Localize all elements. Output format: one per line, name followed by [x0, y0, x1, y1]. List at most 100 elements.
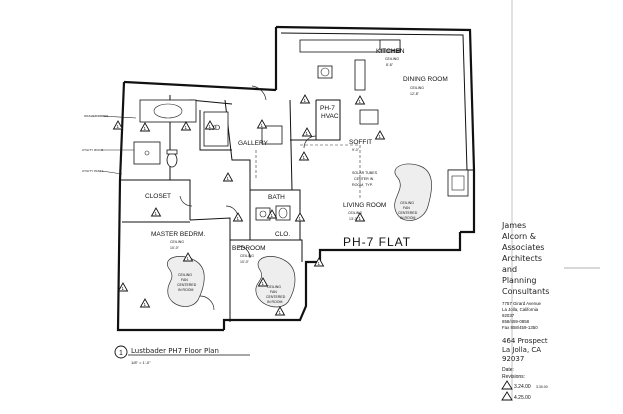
revision-triangle-number: 1	[144, 302, 147, 307]
soffit-label: SOFFIT	[349, 139, 372, 146]
left-note-3: UTILITY PANEL	[82, 169, 104, 173]
date-label: Date:	[502, 367, 514, 373]
revision-triangle-number: 1	[185, 125, 188, 130]
firm-line-7: Consultants	[502, 287, 549, 296]
revision-triangle	[274, 306, 286, 316]
revision-triangle	[232, 212, 244, 222]
master-fan-line1: CEILING	[178, 273, 192, 277]
revision-triangle-number: 1	[303, 155, 306, 160]
living-fan-line3: CENTERED	[398, 211, 418, 215]
address-line-5: Fax 858/459-1350	[502, 325, 538, 330]
gallery-label: GALLERY	[238, 140, 269, 147]
solar-tubes-line3: ROOM, TYP.	[352, 183, 373, 187]
firm-line-2: Alcorn &	[502, 232, 536, 241]
hvac-sub: HVAC	[321, 113, 339, 120]
rev2-date: 4.25.00	[514, 395, 531, 401]
revision-triangle	[354, 212, 366, 222]
left-annotations: WASHER/DRYER UTILITY ROOM UTILITY PANEL	[82, 114, 137, 175]
dining-label: DINING ROOM	[403, 76, 448, 83]
bedroom-fan-line1: CEILING	[267, 285, 281, 289]
bedroom-ceiling: CEILING	[240, 254, 254, 258]
revision-triangle	[222, 172, 234, 182]
address-line-4: 858/459-0858	[502, 319, 530, 324]
bedroom-label: BEDROOM	[232, 245, 266, 252]
bedroom-height: 10'-0"	[240, 260, 250, 264]
exterior-walls	[116, 25, 476, 332]
dining-ceiling: CEILING	[410, 86, 424, 90]
revision-triangle-number: 1	[271, 213, 274, 218]
bedroom-fan-line2: FAN	[270, 290, 277, 294]
firm-line-3: Associates	[502, 243, 544, 252]
living-fan-line1: CEILING	[400, 201, 414, 205]
plan-label: PH-7 FLAT	[343, 235, 411, 249]
revision-triangle-number: 1	[318, 261, 321, 266]
revision-triangle	[256, 119, 268, 129]
hvac-label: PH-7	[320, 105, 335, 112]
revision-triangle	[313, 257, 325, 267]
rev1b-date: 3.30.00	[536, 385, 548, 389]
revision-triangle	[117, 282, 129, 292]
address-line-3: 92037	[502, 313, 515, 318]
soffit-height: 9'-0"	[352, 148, 360, 152]
project-line-3: 92037	[502, 355, 524, 363]
title-block: James Alcorn & Associates Architects and…	[501, 0, 600, 401]
rev1-date: 3.24.00	[514, 384, 531, 390]
master-fan-line3: CENTERED	[177, 283, 197, 287]
left-note-2: UTILITY ROOM	[82, 148, 104, 152]
revision-triangle-number: 1	[262, 281, 265, 286]
revision-triangle-number: 1	[187, 256, 190, 261]
project-line-2: La Jolla, CA	[502, 346, 541, 354]
bath-label: BATH	[268, 194, 285, 201]
bedroom-fan-line3: CENTERED	[266, 295, 286, 299]
dining-height: 12'-8"	[410, 92, 420, 96]
drawing-number: 1	[119, 350, 123, 357]
firm-line-1: James	[501, 221, 526, 230]
revision-triangle	[301, 127, 313, 137]
master-label: MASTER BEDRM.	[151, 231, 205, 238]
clo-label: CLO.	[275, 231, 290, 238]
revision-triangle	[299, 94, 311, 104]
left-note-1: WASHER/DRYER	[84, 114, 109, 118]
revision-triangle-number: 1	[227, 176, 230, 181]
master-height: 10'-0"	[170, 246, 180, 250]
solar-tubes-line2: CENTER IN	[354, 177, 374, 181]
revision-triangle	[354, 95, 366, 105]
address-line-1: 7757 Girard Avenue	[502, 301, 542, 306]
revision-triangle-number: 1	[359, 99, 362, 104]
revision-triangle	[182, 252, 194, 262]
living-fan-line4: IN ROOM	[400, 216, 415, 220]
revision-triangle	[257, 277, 269, 287]
firm-line-4: Architects	[502, 254, 542, 263]
revision-triangle	[204, 120, 216, 130]
master-fan-line2: FAN	[181, 278, 188, 282]
room-labels: KITCHEN CEILING 8'-8" DINING ROOM CEILIN…	[145, 48, 448, 304]
project-line-1: 464 Prospect	[502, 337, 548, 345]
kitchen-label: KITCHEN	[376, 48, 405, 55]
revision-triangle	[139, 122, 151, 132]
revision-triangle-number: 1	[279, 310, 282, 315]
revision-triangle	[294, 212, 306, 222]
ceiling-fans	[167, 163, 432, 308]
drawing-title-text: Lustbader PH7 Floor Plan	[131, 347, 219, 355]
solar-tubes-line1: SOLAR TUBES	[352, 171, 378, 175]
revision-triangle	[374, 130, 386, 140]
firm-line-5: and	[502, 265, 517, 274]
revision-triangle	[266, 209, 278, 219]
kitchen-ceiling: CEILING	[385, 57, 399, 61]
address-line-2: La Jolla, California	[502, 307, 539, 312]
revision-triangle-number: 1	[237, 216, 240, 221]
living-ceiling: CEILING	[348, 211, 362, 215]
door-swings	[179, 85, 317, 311]
revision-triangle	[150, 207, 162, 217]
kitchen-height: 8'-8"	[386, 63, 394, 67]
soffit-lines	[255, 144, 361, 200]
master-ceiling: CEILING	[170, 240, 184, 244]
living-height: 13'-0"	[349, 217, 359, 221]
revision-triangle-number: 1	[209, 124, 212, 129]
bedroom-fan-line4: IN ROOM	[267, 300, 282, 304]
drawing-scale: 1/8" = 1'-0"	[131, 360, 151, 365]
revision-triangle	[139, 298, 151, 308]
closet-label: CLOSET	[145, 193, 171, 200]
